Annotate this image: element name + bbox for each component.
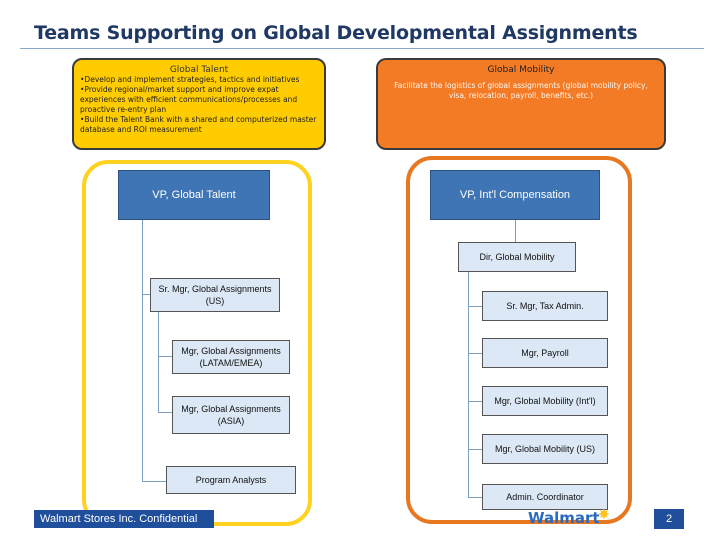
slide-title: Teams Supporting on Global Developmental…: [34, 22, 638, 44]
vp-intl-compensation-box: VP, Int'l Compensation: [430, 170, 600, 220]
program-analysts-box: Program Analysts: [166, 466, 296, 494]
global-mobility-description: Facilitate the logistics of global assig…: [394, 81, 648, 100]
walmart-logo: Walmart: [528, 509, 600, 527]
admin-coordinator-box: Admin. Coordinator: [482, 484, 608, 510]
confidential-footer: Walmart Stores Inc. Confidential: [34, 510, 214, 528]
right-connector-3: [468, 401, 482, 402]
right-connector-1: [468, 306, 482, 307]
title-rule: [20, 48, 704, 49]
mgr-global-assignments-latam-emea-box: Mgr, Global Assignments (LATAM/EMEA): [172, 340, 290, 374]
sr-mgr-tax-admin-box: Sr. Mgr, Tax Admin.: [482, 291, 608, 321]
mgr-global-mobility-us-box: Mgr, Global Mobility (US): [482, 434, 608, 464]
right-connector-vertical: [468, 272, 469, 498]
global-talent-bullet-2: •Provide regional/market support and imp…: [80, 85, 298, 114]
left-sub-connector-vertical: [158, 312, 159, 412]
left-connector-3: [158, 412, 172, 413]
left-connector-1: [142, 294, 150, 295]
mgr-payroll-box: Mgr, Payroll: [482, 338, 608, 368]
right-connector-vp-dir: [515, 220, 516, 242]
mgr-global-assignments-asia-box: Mgr, Global Assignments (ASIA): [172, 396, 290, 434]
global-mobility-team-outline: [406, 156, 632, 524]
global-talent-bullet-3: •Build the Talent Bank with a shared and…: [80, 115, 317, 134]
left-connector-4: [142, 481, 166, 482]
global-talent-heading: Global Talent: [169, 65, 229, 75]
vp-global-talent-box: VP, Global Talent: [118, 170, 270, 220]
page-number: 2: [654, 509, 684, 529]
dir-global-mobility-box: Dir, Global Mobility: [458, 242, 576, 272]
global-talent-bullet-1: •Develop and implement strategies, tacti…: [80, 75, 300, 84]
global-mobility-panel: Global Mobility Facilitate the logistics…: [376, 58, 666, 150]
right-connector-2: [468, 353, 482, 354]
right-connector-5: [468, 497, 482, 498]
right-connector-4: [468, 449, 482, 450]
global-talent-panel: Global Talent •Develop and implement str…: [72, 58, 326, 150]
spark-icon: ✸: [598, 506, 610, 522]
left-connector-2: [158, 356, 172, 357]
left-connector-vertical: [142, 220, 143, 482]
sr-mgr-global-assignments-us-box: Sr. Mgr, Global Assignments (US): [150, 278, 280, 312]
mgr-global-mobility-intl-box: Mgr, Global Mobility (Int'l): [482, 386, 608, 416]
global-mobility-heading: Global Mobility: [487, 65, 555, 75]
